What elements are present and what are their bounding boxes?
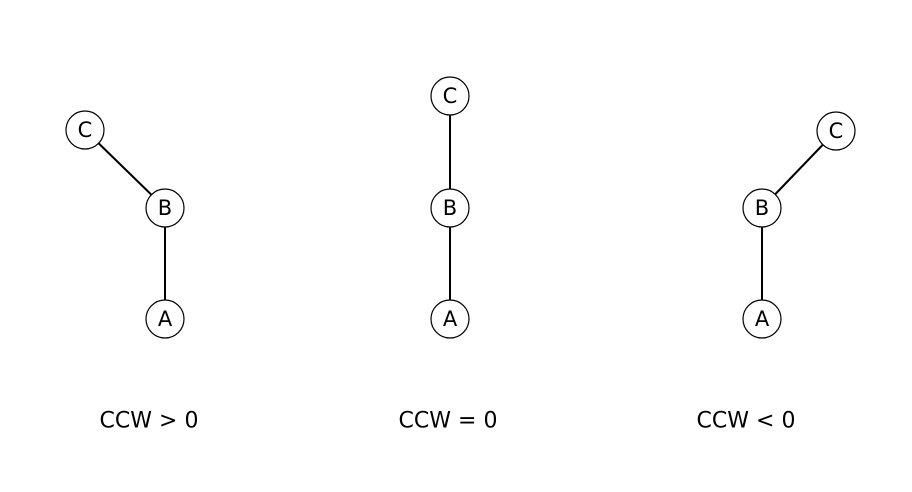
- node-c-label: C: [829, 119, 844, 143]
- node-b-label: B: [755, 196, 769, 220]
- node-b-label: B: [158, 196, 172, 220]
- diagram-ccw-positive: C B A CCW > 0: [65, 110, 199, 434]
- node-c-label: C: [443, 84, 458, 108]
- node-c-label: C: [78, 118, 93, 142]
- node-c: C: [65, 110, 105, 150]
- node-a-label: A: [755, 307, 770, 331]
- node-c: C: [430, 76, 470, 116]
- caption-ccw-zero: CCW = 0: [399, 409, 498, 434]
- node-a: A: [430, 299, 470, 339]
- node-c: C: [816, 111, 856, 151]
- node-b: B: [430, 188, 470, 228]
- caption-ccw-positive: CCW > 0: [100, 409, 199, 434]
- node-a-label: A: [158, 307, 173, 331]
- node-b: B: [742, 188, 782, 228]
- node-a-label: A: [443, 307, 458, 331]
- diagram-ccw-negative: C B A CCW < 0: [697, 111, 856, 434]
- node-b: B: [145, 188, 185, 228]
- diagram-ccw-zero: C B A CCW = 0: [399, 76, 498, 434]
- node-b-label: B: [443, 196, 457, 220]
- node-a: A: [145, 299, 185, 339]
- caption-ccw-negative: CCW < 0: [697, 409, 796, 434]
- node-a: A: [742, 299, 782, 339]
